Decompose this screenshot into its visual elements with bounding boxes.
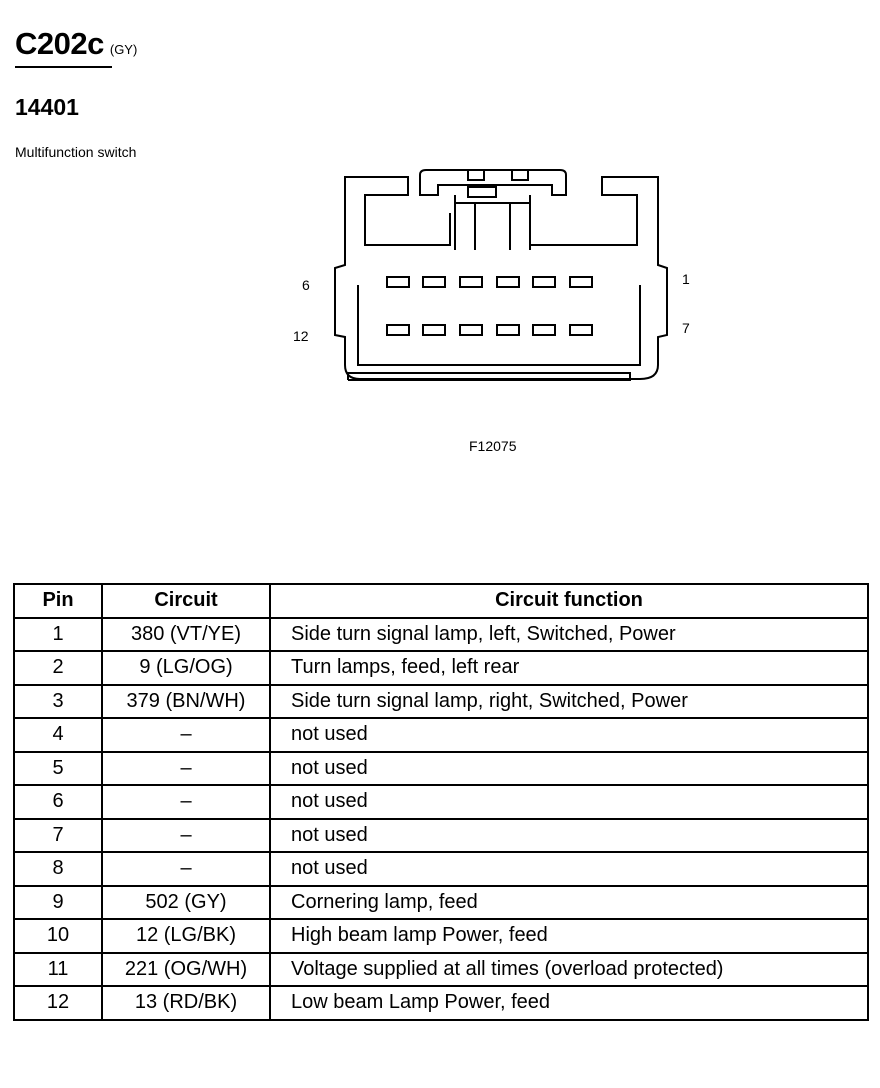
circuit-cell: 9 (LG/OG) <box>101 650 271 686</box>
table-row: 12 13 (RD/BK) Low beam Lamp Power, feed <box>13 985 869 1021</box>
circuit-cell: 380 (VT/YE) <box>101 616 271 652</box>
function-cell: not used <box>269 717 869 753</box>
header-pin: Pin <box>13 583 103 619</box>
component-description: Multifunction switch <box>15 144 137 160</box>
circuit-cell: – <box>101 784 271 820</box>
pin-cell: 4 <box>13 717 103 753</box>
circuit-cell: 221 (OG/WH) <box>101 951 271 987</box>
function-cell: not used <box>269 817 869 853</box>
pin-cell: 10 <box>13 918 103 954</box>
connector-title: C202c (GY) <box>15 26 137 62</box>
circuit-cell: – <box>101 717 271 753</box>
part-number: 14401 <box>15 94 79 120</box>
circuit-cell: – <box>101 817 271 853</box>
pin-label-12: 12 <box>293 328 309 344</box>
table-row: 7 – not used <box>13 817 869 853</box>
circuit-cell: – <box>101 851 271 887</box>
function-cell: Voltage supplied at all times (overload … <box>269 951 869 987</box>
table-row: 5 – not used <box>13 750 869 786</box>
pin-cell: 9 <box>13 884 103 920</box>
circuit-cell: – <box>101 750 271 786</box>
table-row: 2 9 (LG/OG) Turn lamps, feed, left rear <box>13 650 869 686</box>
table-header-row: Pin Circuit Circuit function <box>13 583 869 619</box>
title-underline <box>15 66 112 68</box>
pin-cell: 1 <box>13 616 103 652</box>
pin-cell: 6 <box>13 784 103 820</box>
table-row: 3 379 (BN/WH) Side turn signal lamp, rig… <box>13 683 869 719</box>
pin-cell: 3 <box>13 683 103 719</box>
circuit-cell: 502 (GY) <box>101 884 271 920</box>
table-row: 11 221 (OG/WH) Voltage supplied at all t… <box>13 951 869 987</box>
pin-cell: 11 <box>13 951 103 987</box>
function-cell: not used <box>269 750 869 786</box>
header-function: Circuit function <box>269 583 869 619</box>
function-cell: High beam lamp Power, feed <box>269 918 869 954</box>
pin-cell: 2 <box>13 650 103 686</box>
connector-id: C202c <box>15 26 104 61</box>
table-row: 1 380 (VT/YE) Side turn signal lamp, lef… <box>13 616 869 652</box>
function-cell: Side turn signal lamp, left, Switched, P… <box>269 616 869 652</box>
table-row: 10 12 (LG/BK) High beam lamp Power, feed <box>13 918 869 954</box>
table-row: 9 502 (GY) Cornering lamp, feed <box>13 884 869 920</box>
function-cell: Side turn signal lamp, right, Switched, … <box>269 683 869 719</box>
function-cell: Cornering lamp, feed <box>269 884 869 920</box>
pin-cell: 7 <box>13 817 103 853</box>
table-row: 8 – not used <box>13 851 869 887</box>
function-cell: not used <box>269 851 869 887</box>
function-cell: not used <box>269 784 869 820</box>
table-row: 4 – not used <box>13 717 869 753</box>
pin-cell: 5 <box>13 750 103 786</box>
circuit-cell: 13 (RD/BK) <box>101 985 271 1021</box>
connector-color: (GY) <box>109 42 138 58</box>
pin-table: Pin Circuit Circuit function 1 380 (VT/Y… <box>13 583 869 1021</box>
pin-label-1: 1 <box>682 271 690 287</box>
figure-id: F12075 <box>469 438 517 454</box>
header-circuit: Circuit <box>101 583 271 619</box>
function-cell: Turn lamps, feed, left rear <box>269 650 869 686</box>
connector-face-drawing <box>334 169 668 381</box>
pin-label-6: 6 <box>302 277 310 293</box>
table-row: 6 – not used <box>13 784 869 820</box>
pin-cell: 8 <box>13 851 103 887</box>
circuit-cell: 12 (LG/BK) <box>101 918 271 954</box>
circuit-cell: 379 (BN/WH) <box>101 683 271 719</box>
pin-cell: 12 <box>13 985 103 1021</box>
function-cell: Low beam Lamp Power, feed <box>269 985 869 1021</box>
pin-label-7: 7 <box>682 320 690 336</box>
